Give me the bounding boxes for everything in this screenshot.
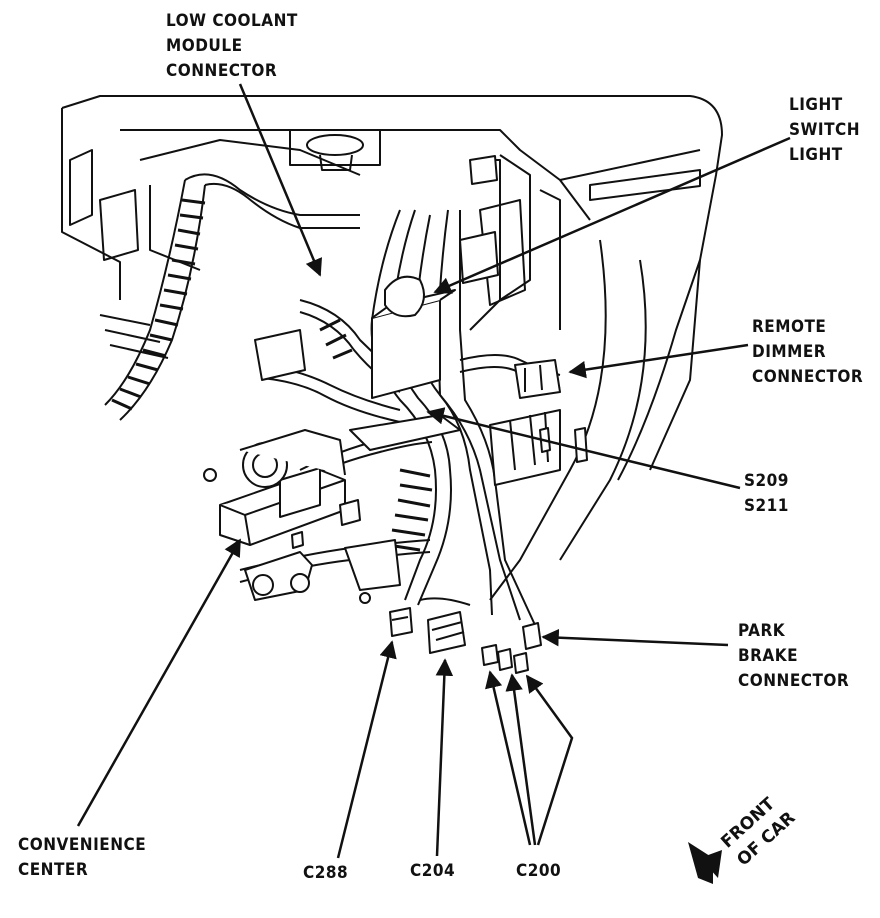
label-low-coolant-module-connector: LOW COOLANT MODULE CONNECTOR xyxy=(166,11,298,81)
leader-s209 xyxy=(426,407,741,490)
leader-c288 xyxy=(336,640,397,859)
leader-c200-a xyxy=(485,670,532,846)
label-c200: C200 xyxy=(516,861,562,881)
leader-lines xyxy=(76,83,791,859)
center-tape-wraps xyxy=(319,318,433,552)
leader-light-switch xyxy=(433,136,791,294)
label-c204: C204 xyxy=(410,861,456,881)
label-convenience-center: CONVENIENCE CENTER xyxy=(18,835,147,880)
label-s209-s211: S209 S211 xyxy=(744,471,789,516)
leader-remote-dimmer xyxy=(568,343,749,379)
leader-c204 xyxy=(435,658,454,857)
front-of-car-arrow-icon xyxy=(688,842,722,884)
leader-c200-c xyxy=(525,674,574,846)
leader-convenience xyxy=(76,538,242,827)
label-park-brake-connector: PARK BRAKE CONNECTOR xyxy=(738,621,850,691)
label-light-switch-light: LIGHT SWITCH LIGHT xyxy=(789,95,861,165)
bottom-connectors xyxy=(203,427,588,674)
leader-low-coolant xyxy=(238,83,322,277)
module-boxes xyxy=(219,155,561,546)
leader-c200-b xyxy=(505,673,537,846)
harness-tape-wraps xyxy=(111,198,206,411)
label-remote-dimmer-connector: REMOTE DIMMER CONNECTOR xyxy=(752,317,864,387)
left-harness-bundle xyxy=(99,173,360,421)
label-c288: C288 xyxy=(303,863,349,883)
leader-park-brake xyxy=(541,628,729,647)
